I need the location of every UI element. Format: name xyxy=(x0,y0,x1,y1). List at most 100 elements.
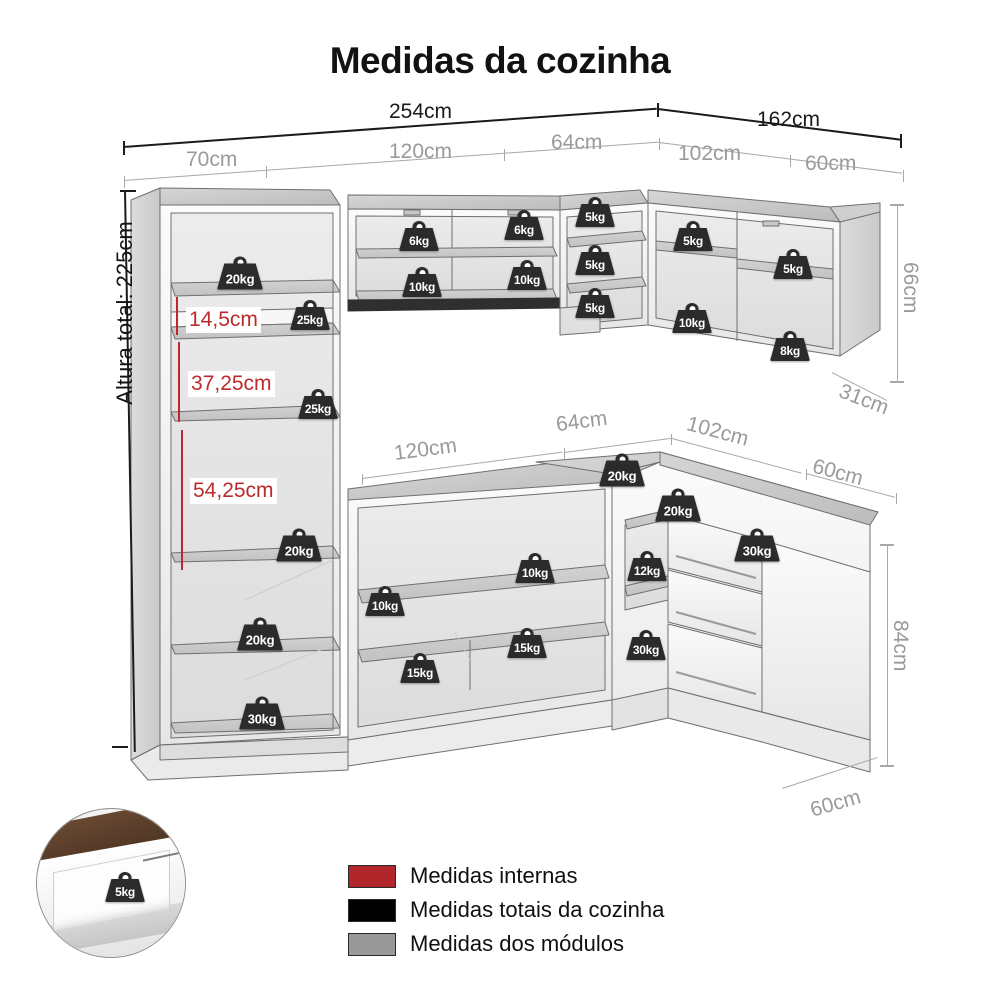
weight-badge-upper-a-top: 6kg xyxy=(399,221,439,251)
tick xyxy=(266,166,268,178)
legend-swatch-internal xyxy=(348,864,396,888)
weight-badge-upper-c-3: 5kg xyxy=(575,288,615,318)
weight-body-icon xyxy=(575,204,615,227)
weight-value: 5kg xyxy=(683,234,703,248)
drawer-rail xyxy=(143,850,185,908)
weight-body-icon xyxy=(773,256,813,279)
weight-value: 30kg xyxy=(247,711,277,727)
tick xyxy=(504,149,506,161)
dim-label-module-64: 64cm xyxy=(551,131,603,154)
weight-value: 12kg xyxy=(633,564,661,578)
internal-line-3725 xyxy=(178,342,180,422)
dim-label-module-70: 70cm xyxy=(186,148,238,171)
weight-value: 8kg xyxy=(780,344,800,358)
weight-badge-thumbnail: 5kg xyxy=(105,872,145,902)
weight-body-icon xyxy=(239,703,285,730)
weight-badge-base-mid-l: 15kg xyxy=(400,653,440,683)
dim-label-module-102: 102cm xyxy=(678,142,742,165)
weight-badge-tall-shelf-1: 25kg xyxy=(290,300,330,330)
weight-badge-base-mid-left: 10kg xyxy=(365,586,405,616)
weight-badge-upper-e-top: 5kg xyxy=(773,249,813,279)
dim-label-module-60: 60cm xyxy=(805,152,857,175)
tick xyxy=(120,190,136,192)
tick xyxy=(890,204,904,206)
dim-label-upper-height-66: 66cm xyxy=(899,262,922,314)
legend-swatch-total xyxy=(348,898,396,922)
weight-body-icon xyxy=(276,535,322,562)
weight-body-icon xyxy=(770,338,810,361)
legend-label-internal: Medidas internas xyxy=(410,863,578,888)
weight-body-icon xyxy=(290,307,330,330)
dim-label-total-162: 162cm xyxy=(757,108,821,131)
weight-badge-upper-e-bot: 8kg xyxy=(770,331,810,361)
weight-body-icon xyxy=(734,535,780,562)
weight-badge-counter-right-1: 20kg xyxy=(655,488,701,522)
weight-body-icon xyxy=(599,460,645,487)
weight-value: 20kg xyxy=(663,503,693,519)
weight-badge-upper-a-bot: 10kg xyxy=(402,267,442,297)
weight-value: 5kg xyxy=(585,258,605,272)
tick xyxy=(123,141,125,155)
weight-body-icon xyxy=(217,263,263,290)
tick xyxy=(890,381,904,383)
weight-body-icon xyxy=(298,396,338,419)
weight-value: 10kg xyxy=(513,273,541,287)
weight-body-icon xyxy=(507,635,547,658)
weight-badge-upper-c-1: 5kg xyxy=(575,197,615,227)
weight-badge-tall-lower-2: 30kg xyxy=(239,696,285,730)
weight-value: 10kg xyxy=(678,316,706,330)
weight-badge-counter-right-2: 30kg xyxy=(734,528,780,562)
weight-body-icon xyxy=(672,310,712,333)
weight-body-icon xyxy=(237,624,283,651)
weight-badge-tall-shelf-3: 20kg xyxy=(276,528,322,562)
weight-badge-tall-lower-1: 20kg xyxy=(237,617,283,651)
legend-label-total: Medidas totais da cozinha xyxy=(410,897,665,922)
weight-body-icon xyxy=(365,593,405,616)
weight-badge-tall-top: 20kg xyxy=(217,256,263,290)
weight-value: 15kg xyxy=(406,666,434,680)
drawer-detail-thumbnail: 5kg xyxy=(36,808,186,958)
weight-value: 5kg xyxy=(585,210,605,224)
weight-badge-corner-12: 12kg xyxy=(627,551,667,581)
weight-value: 20kg xyxy=(225,271,255,287)
weight-value: 30kg xyxy=(632,643,660,657)
legend-item-internal: Medidas internas xyxy=(348,860,664,892)
weight-value: 25kg xyxy=(296,313,324,327)
weight-badge-upper-d-bot: 10kg xyxy=(672,303,712,333)
tick xyxy=(806,469,808,480)
weight-body-icon xyxy=(400,660,440,683)
weight-value: 15kg xyxy=(513,641,541,655)
page-title: Medidas da cozinha xyxy=(329,40,671,81)
legend-swatch-modules xyxy=(348,932,396,956)
weight-value: 30kg xyxy=(742,543,772,559)
total-height-label: Altura total: 225cm xyxy=(112,221,137,405)
dim-label-lower-height-84: 84cm xyxy=(889,620,912,672)
weight-badge-tall-shelf-2: 25kg xyxy=(298,389,338,419)
weight-value: 6kg xyxy=(514,223,534,237)
tick xyxy=(896,493,898,504)
tick xyxy=(564,448,566,459)
weight-body-icon xyxy=(673,228,713,251)
tick xyxy=(671,434,673,445)
weight-value: 5kg xyxy=(115,885,135,899)
internal-line-5425 xyxy=(181,430,183,570)
tick xyxy=(124,176,126,188)
weight-body-icon xyxy=(575,252,615,275)
weight-value: 5kg xyxy=(585,301,605,315)
legend-item-total: Medidas totais da cozinha xyxy=(348,894,664,926)
legend-label-modules: Medidas dos módulos xyxy=(410,931,625,956)
weight-body-icon xyxy=(504,217,544,240)
tick xyxy=(900,134,902,148)
weight-badge-upper-b-bot: 10kg xyxy=(507,260,547,290)
tick xyxy=(362,474,364,485)
internal-label-3725: 37,25cm xyxy=(188,371,275,397)
weight-badge-counter-corner: 20kg xyxy=(599,453,645,487)
dim-label-total-254: 254cm xyxy=(389,100,453,123)
weight-value: 10kg xyxy=(408,280,436,294)
weight-body-icon xyxy=(626,637,666,660)
weight-value: 6kg xyxy=(409,234,429,248)
tick xyxy=(880,765,894,767)
weight-value: 20kg xyxy=(245,632,275,648)
weight-value: 20kg xyxy=(607,468,637,484)
